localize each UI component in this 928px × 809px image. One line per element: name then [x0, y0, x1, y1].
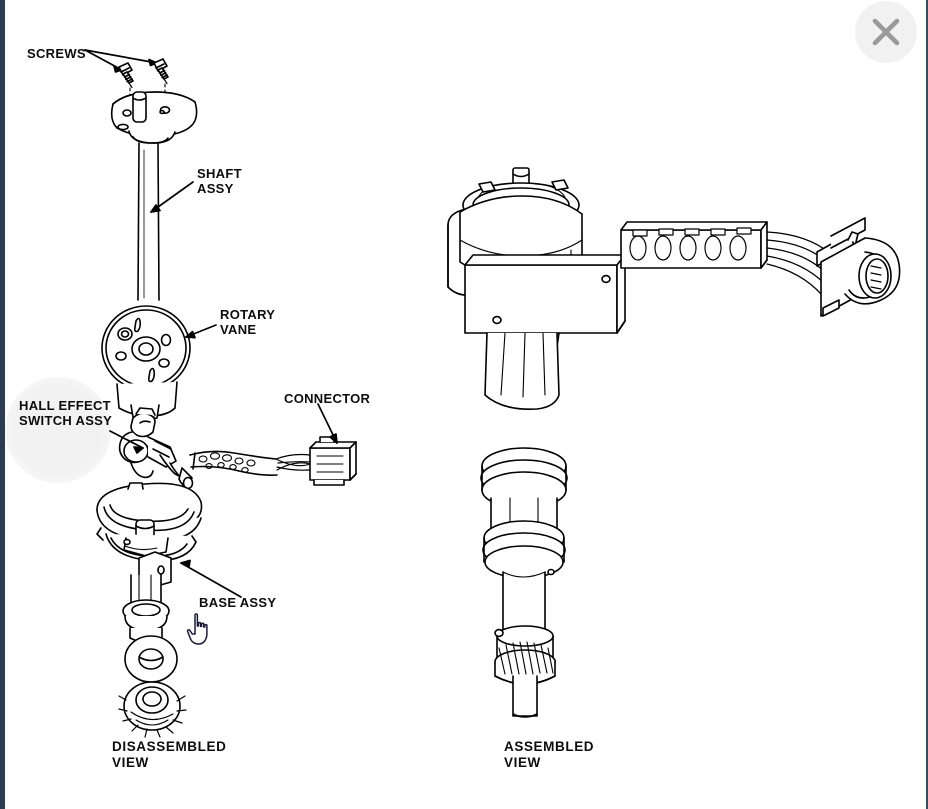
- viewer-frame-right: [926, 0, 928, 809]
- leader-rotary-vane: [185, 324, 217, 339]
- part-shaft-assy: [110, 91, 198, 301]
- callout-label-hall-effect-switch-assy: HALL EFFECT SWITCH ASSY: [19, 398, 113, 429]
- part-base-assy: [96, 482, 203, 643]
- callout-label-shaft-assy: SHAFT ASSY: [197, 166, 242, 197]
- part-connector-harness: [189, 436, 357, 486]
- part-electrical-connector: [816, 217, 901, 317]
- part-washer: [124, 635, 178, 683]
- leader-connector: [317, 403, 338, 444]
- distributor-diagram[interactable]: SCREWS SHAFT ASSY ROTARY VANE HALL EFFEC…: [5, 0, 926, 809]
- viewer-frame-left: [0, 0, 5, 809]
- part-screw-left: [118, 62, 134, 89]
- leader-shaft-assy: [150, 181, 194, 213]
- callout-label-rotary-vane: ROTARY VANE: [220, 307, 276, 338]
- close-x-icon: [872, 18, 900, 46]
- leader-screws: [84, 49, 158, 73]
- part-hall-effect-switch-assy: [118, 407, 194, 490]
- assembled-drive-gear: [494, 625, 556, 685]
- leader-hall-effect: [109, 430, 144, 454]
- diagram-artwork: [84, 49, 901, 738]
- callout-label-screws: SCREWS: [27, 46, 86, 61]
- view-caption-disassembled: DISASSEMBLED VIEW: [112, 739, 227, 770]
- callout-label-connector: CONNECTOR: [284, 391, 371, 406]
- view-caption-assembled: ASSEMBLED VIEW: [504, 739, 595, 770]
- callout-label-base-assy: BASE ASSY: [199, 595, 277, 610]
- part-drive-gear: [118, 681, 187, 738]
- assembled-distributor: [447, 167, 901, 718]
- part-screw-right: [153, 58, 169, 85]
- leader-base-assy: [180, 559, 242, 598]
- close-button[interactable]: [855, 1, 917, 63]
